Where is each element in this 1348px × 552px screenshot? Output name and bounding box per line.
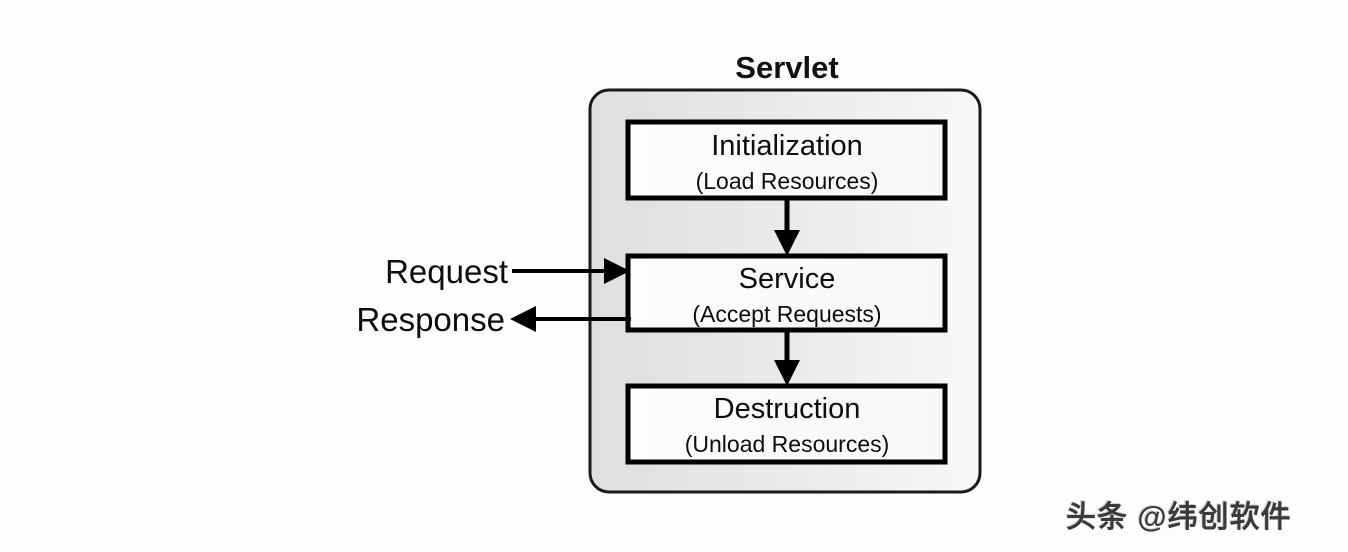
request-label: Request bbox=[385, 253, 508, 290]
destruction-title: Destruction bbox=[714, 393, 861, 425]
page-title: Servlet bbox=[735, 50, 838, 85]
watermark: 头条 @纬创软件 bbox=[1066, 501, 1292, 534]
destruction-box bbox=[625, 383, 948, 465]
flow-request: Request bbox=[385, 253, 630, 290]
arrowhead-down-icon bbox=[774, 360, 800, 386]
initialization-title: Initialization bbox=[711, 130, 863, 162]
destruction-subtitle: (Unload Resources) bbox=[685, 431, 890, 457]
stage-service: Service (Accept Requests) bbox=[625, 253, 948, 333]
connector-service-to-destruction bbox=[774, 330, 800, 386]
response-label: Response bbox=[356, 301, 505, 338]
arrowhead-right-icon bbox=[604, 258, 630, 284]
service-subtitle: (Accept Requests) bbox=[692, 301, 881, 327]
connector-init-to-service bbox=[774, 198, 800, 256]
initialization-subtitle: (Load Resources) bbox=[696, 168, 879, 194]
initialization-box bbox=[625, 119, 948, 201]
arrowhead-left-icon bbox=[510, 306, 536, 332]
flow-response: Response bbox=[356, 301, 631, 338]
stage-initialization: Initialization (Load Resources) bbox=[625, 119, 948, 201]
service-title: Service bbox=[739, 263, 836, 295]
stage-destruction: Destruction (Unload Resources) bbox=[625, 383, 948, 465]
arrowhead-down-icon bbox=[774, 230, 800, 256]
